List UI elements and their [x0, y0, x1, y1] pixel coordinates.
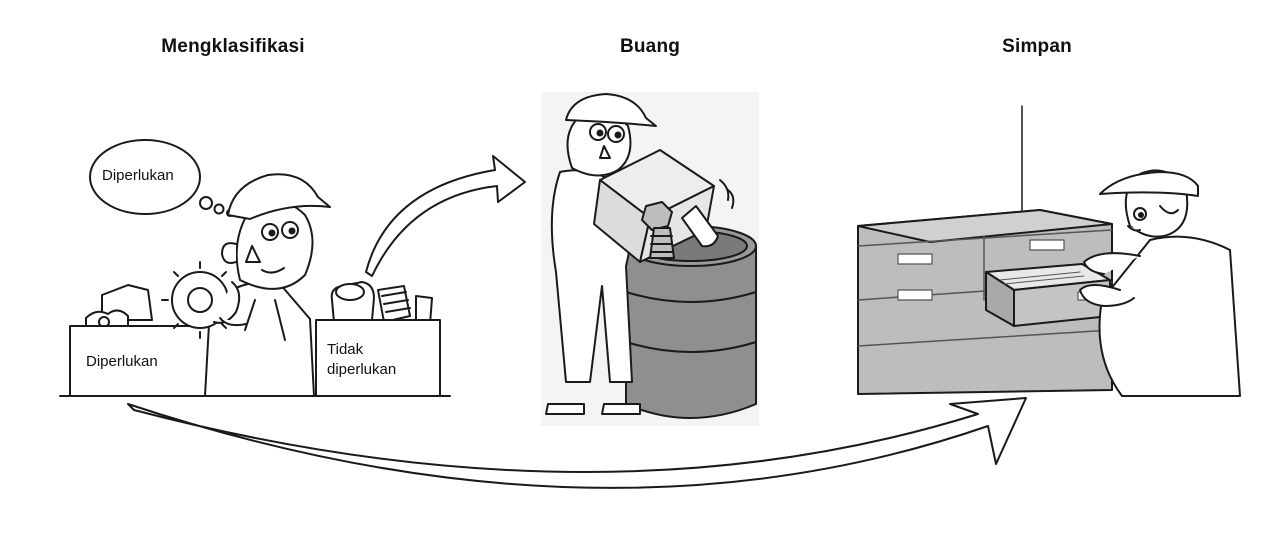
arrow-to-discard [365, 155, 526, 277]
gear [161, 261, 239, 339]
box-needed [69, 284, 221, 397]
store-scene [127, 105, 1248, 489]
box-not-needed [315, 281, 441, 397]
motion-lines [719, 179, 735, 209]
arrow-to-store [127, 397, 1027, 489]
discard-scene [541, 92, 759, 426]
step-title-discard: Buang [619, 36, 681, 57]
bolt [641, 201, 675, 259]
box-not-needed-label-line2: diperlukan [327, 361, 397, 378]
box-needed-label: Diperlukan [86, 353, 158, 370]
bottle [681, 205, 719, 248]
worker-store [1079, 169, 1241, 397]
step-title-store: Simpan [1002, 36, 1072, 57]
drawer-cabinet [857, 209, 1113, 395]
thought-bubble-label: Diperlukan [102, 167, 174, 184]
discarded-parts [330, 281, 433, 325]
box-not-needed-label-line1: Tidak [327, 341, 364, 358]
step-title-classify: Mengklasifikasi [161, 36, 305, 57]
classify-scene [59, 139, 526, 397]
worker-classify [161, 173, 331, 397]
